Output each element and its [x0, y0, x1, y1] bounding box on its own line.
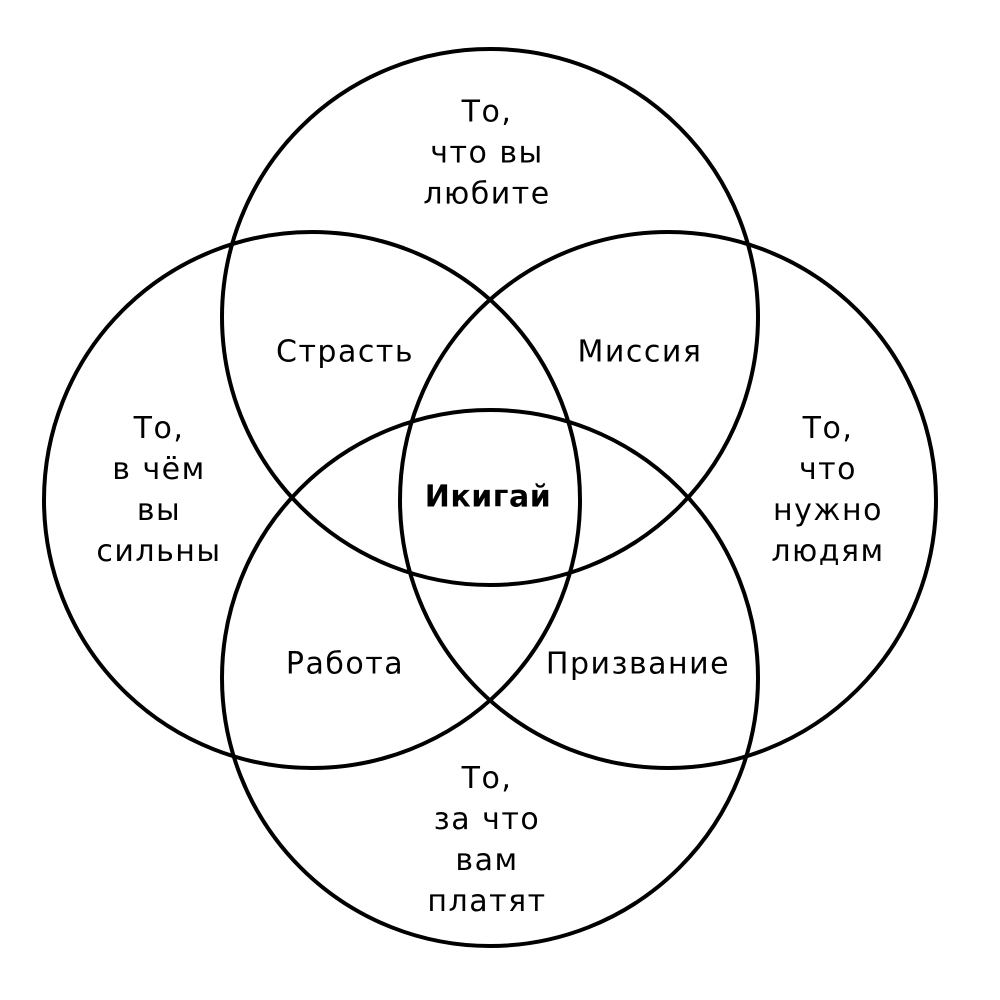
label-line: То, — [802, 411, 854, 446]
label-line: То, — [133, 411, 185, 446]
label-line: любите — [423, 176, 551, 212]
label-love: То, что вы любите — [423, 92, 550, 215]
circle-paid-for — [220, 408, 760, 948]
label-line: вам — [455, 843, 519, 878]
label-line: сильны — [96, 534, 222, 569]
label-line: То, — [461, 94, 513, 130]
label-line: за что — [433, 802, 541, 837]
label-line: То, — [461, 761, 513, 796]
label-line: платят — [427, 884, 547, 919]
label-vocation: Призвание — [545, 646, 731, 682]
label-paid-for: То, за что вам платят — [427, 758, 546, 922]
label-ikigai: Икигай — [424, 479, 552, 515]
label-line: людям — [771, 534, 885, 569]
label-line: нужно — [773, 493, 883, 528]
circle-world-needs — [398, 230, 938, 770]
circle-love — [220, 47, 760, 587]
label-line: что — [798, 452, 858, 487]
label-passion: Страсть — [276, 334, 414, 370]
label-line: что вы — [430, 135, 544, 171]
label-mission: Миссия — [577, 334, 703, 370]
label-line: в чём — [112, 452, 206, 487]
label-good-at: То, в чём вы сильны — [96, 408, 221, 572]
label-line: вы — [136, 493, 182, 528]
label-world-needs: То, что нужно людям — [771, 408, 884, 572]
label-profession: Работа — [285, 646, 405, 682]
circle-good-at — [42, 230, 582, 770]
